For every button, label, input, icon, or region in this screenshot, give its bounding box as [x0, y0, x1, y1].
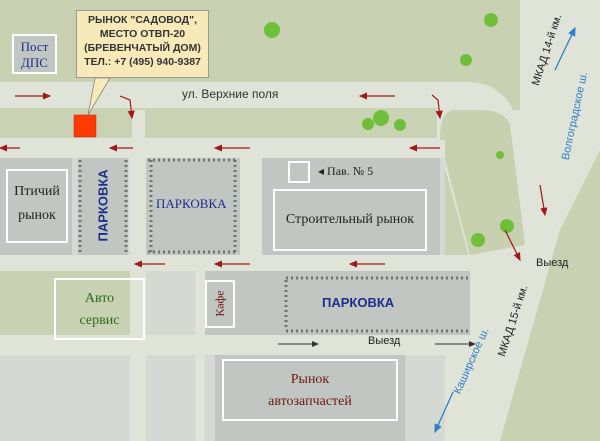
post-dps[interactable]: Пост ДПС [12, 34, 57, 74]
ptichiy-rynok[interactable]: Птичий рынок [6, 169, 68, 243]
stroy-rynok[interactable]: Строительный рынок [273, 189, 427, 251]
callout-box: РЫНОК "САДОВОД", МЕСТО ОТВП-20 (БРЕВЕНЧА… [76, 10, 209, 78]
callout-line-3: (БРЕВЕНЧАТЫЙ ДОМ) [84, 42, 201, 54]
street-label: ул. Верхние поля [182, 87, 279, 101]
callout-line-4: ТЕЛ.: +7 (495) 940-9387 [84, 56, 201, 68]
exit-bottom-label: Выезд [368, 335, 401, 347]
parking-vertical-label: ПАРКОВКА [95, 169, 111, 242]
auto-service[interactable]: Авто сервис [54, 278, 145, 340]
callout-line-1: РЫНОК "САДОВОД", [87, 14, 197, 26]
autoparts-market[interactable]: Рынок автозапчастей [222, 359, 398, 421]
parking-center-label: ПАРКОВКА [156, 196, 227, 211]
block-parking-vertical [78, 158, 128, 255]
location-marker[interactable] [73, 114, 97, 138]
block-parking-center [146, 158, 240, 255]
cafe-label: Кафе [212, 290, 227, 317]
green-patch [440, 110, 525, 255]
cafe[interactable] [205, 280, 235, 328]
traffic-arrow [0, 92, 548, 268]
parking-bottom-label: ПАРКОВКА [322, 295, 395, 310]
block-stroy [262, 158, 440, 255]
exit-right-label: Выезд [536, 257, 569, 269]
block-autoservice-green [0, 271, 130, 335]
pavilion-5-marker[interactable] [288, 161, 310, 183]
pavilion-5-label: ◂ Пав. № 5 [318, 164, 374, 178]
block-ptichiy [0, 158, 72, 255]
block-cafe-parking [205, 271, 470, 335]
block-autoparts [215, 355, 405, 441]
callout-line-2: МЕСТО ОТВП-20 [99, 28, 186, 40]
tree-icon [264, 13, 514, 247]
